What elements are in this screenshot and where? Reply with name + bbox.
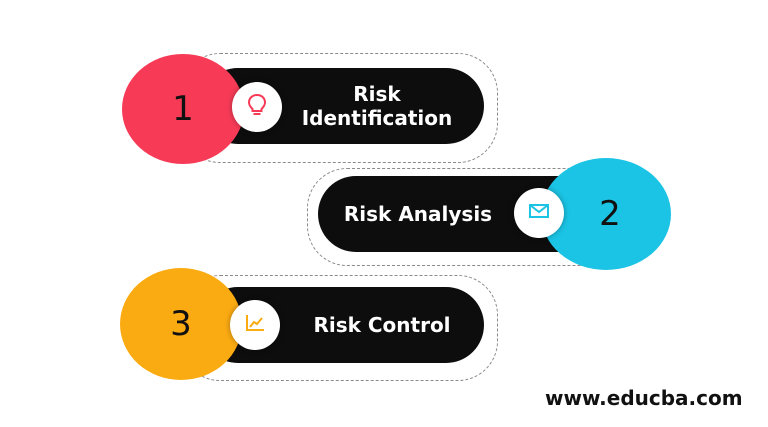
step3-number-circle: 3: [120, 268, 242, 380]
envelope-icon: [528, 202, 550, 224]
step1-icon-disc: [232, 82, 282, 132]
step2-label: Risk Analysis: [343, 202, 493, 226]
step2-number: 2: [599, 194, 621, 234]
lightbulb-icon: [246, 93, 268, 121]
watermark-url: www.educba.com: [545, 386, 743, 410]
step1-label: Risk Identification: [301, 82, 453, 130]
step3-label: Risk Control: [313, 313, 451, 337]
step1-number: 1: [172, 89, 194, 129]
step3-number: 3: [170, 304, 192, 344]
step2-number-circle: 2: [541, 158, 671, 270]
step1-number-circle: 1: [122, 54, 244, 164]
step2-icon-disc: [514, 188, 564, 238]
chart-icon: [244, 313, 266, 337]
step3-icon-disc: [230, 300, 280, 350]
